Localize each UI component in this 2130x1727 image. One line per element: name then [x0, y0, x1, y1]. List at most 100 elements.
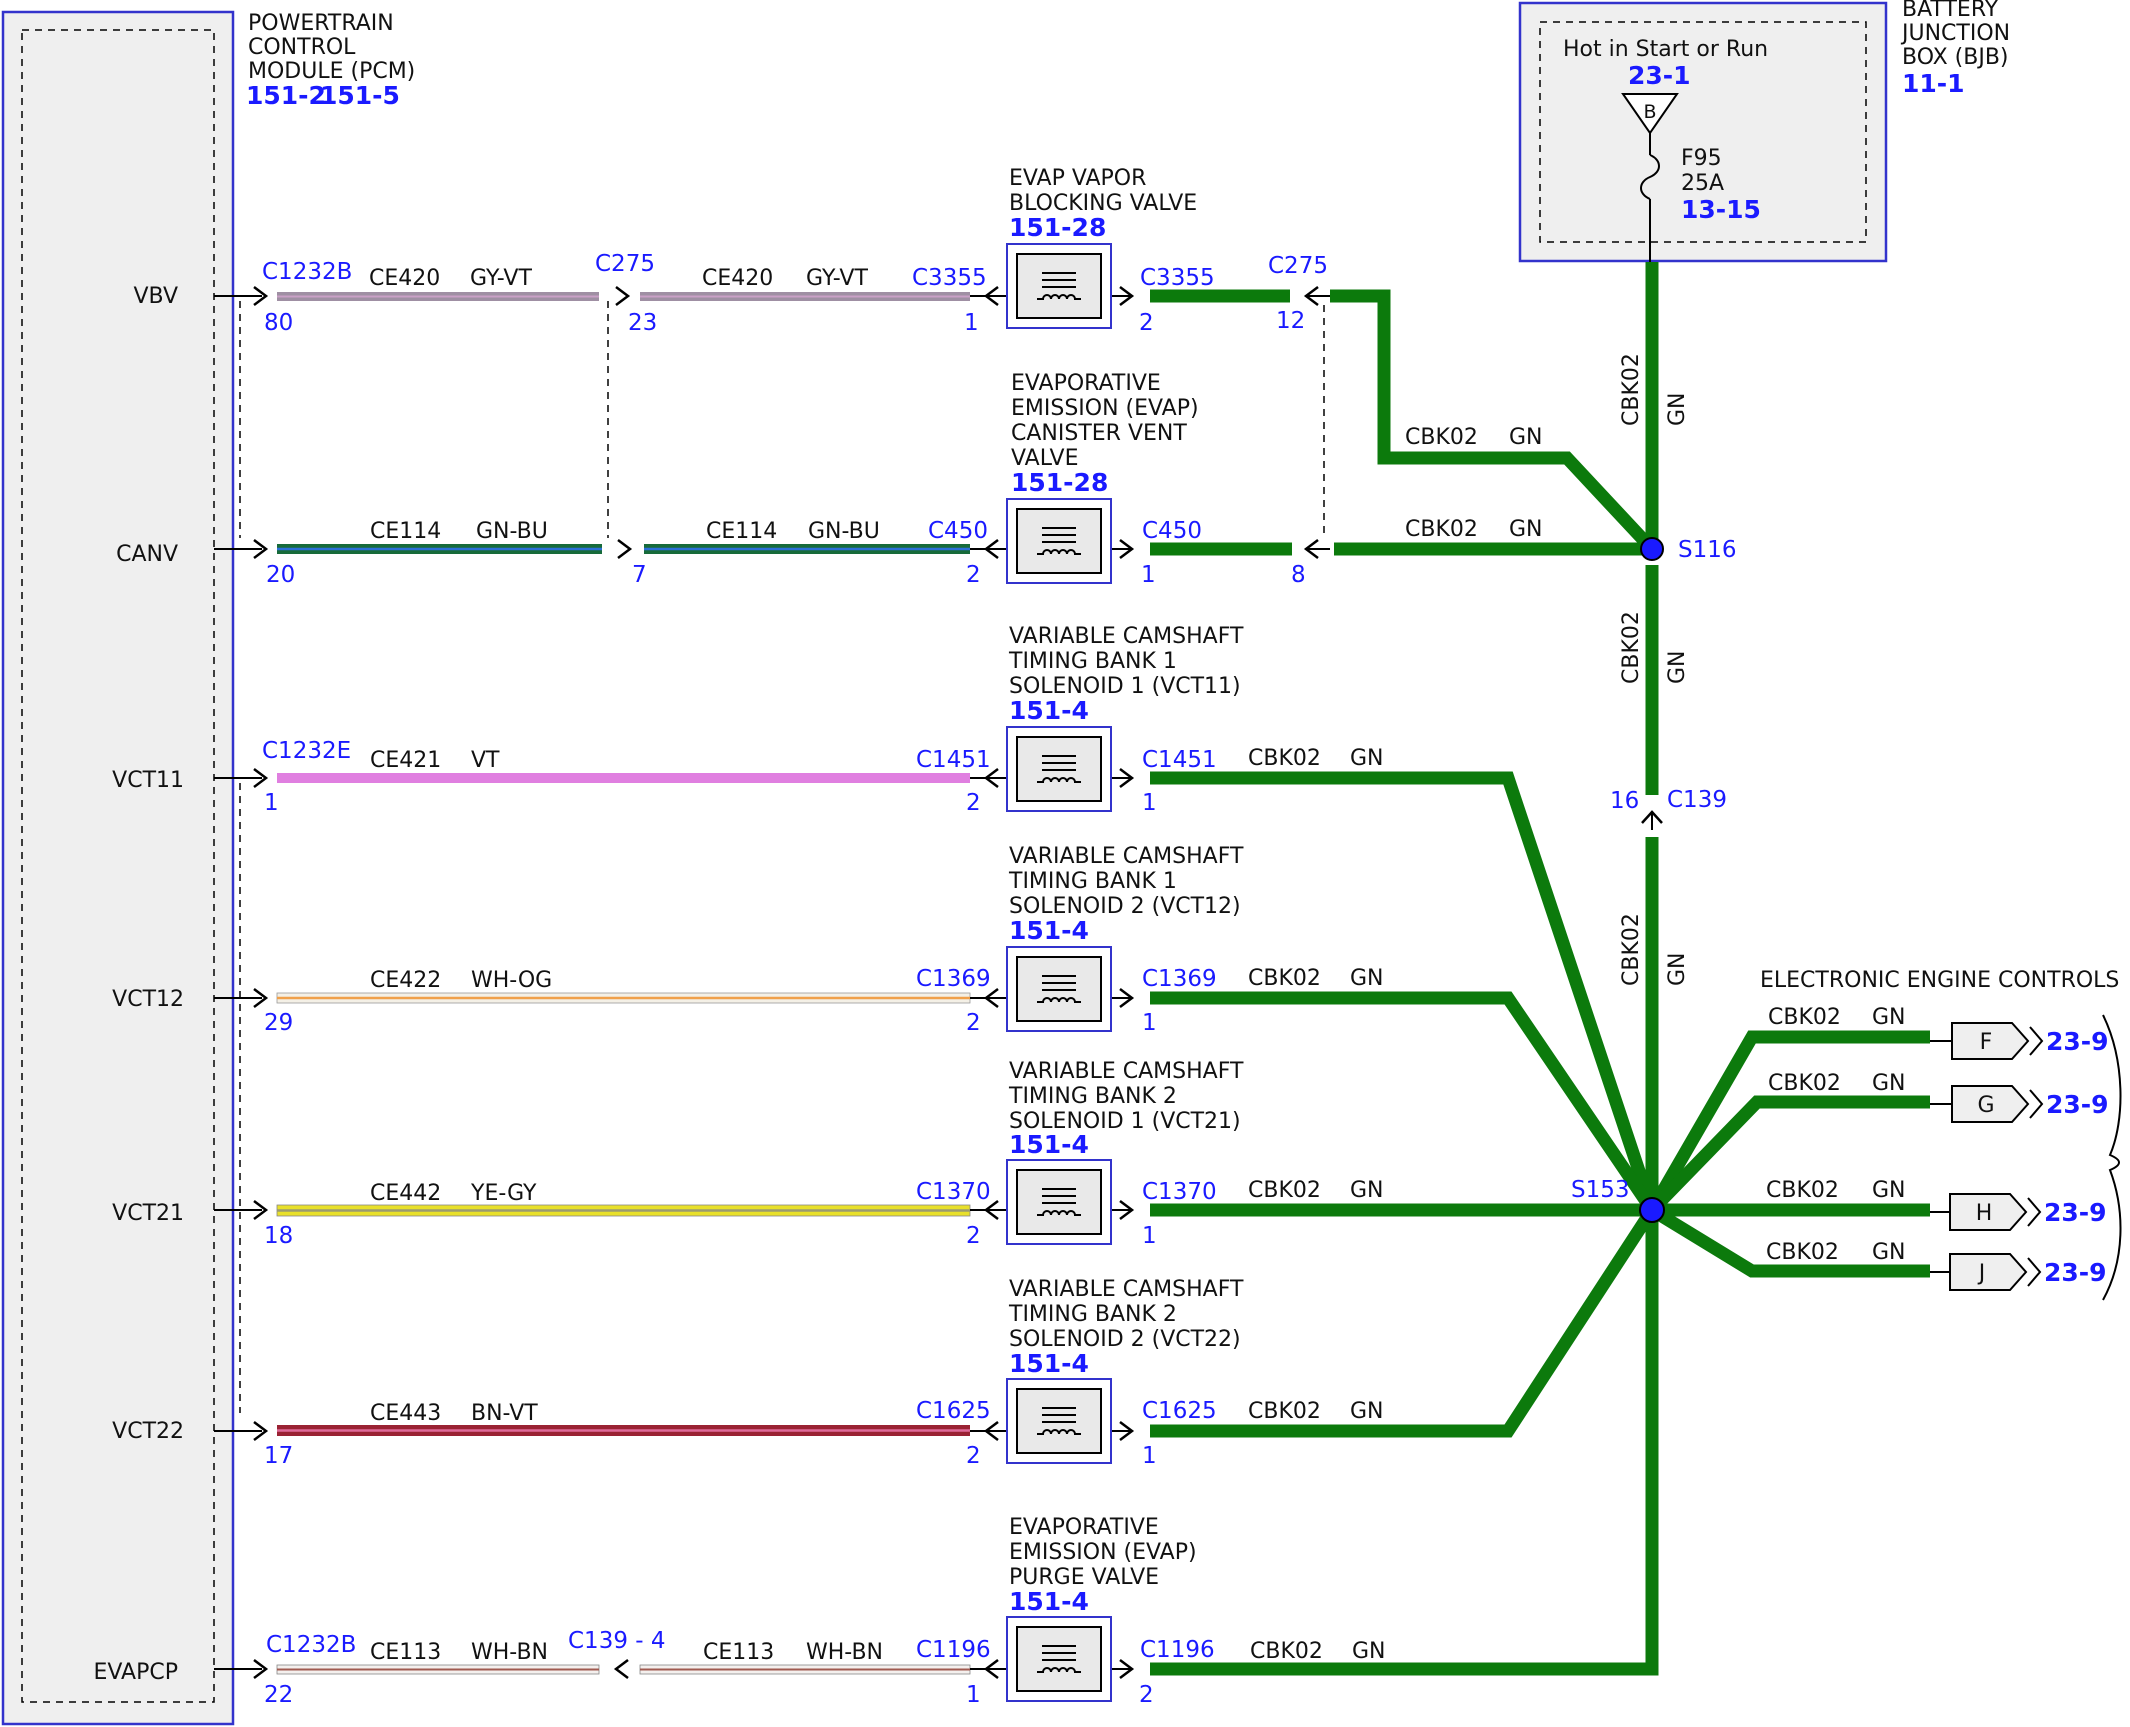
svg-text:WH-BN: WH-BN	[471, 1640, 548, 1665]
svg-text:GN: GN	[1350, 746, 1384, 771]
svg-text:GN: GN	[1509, 425, 1543, 450]
svg-text:23: 23	[628, 310, 657, 336]
svg-text:EMISSION (EVAP): EMISSION (EVAP)	[1011, 396, 1199, 421]
svg-text:CE420: CE420	[702, 266, 773, 291]
svg-text:C450: C450	[928, 518, 988, 544]
svg-text:GN: GN	[1352, 1639, 1386, 1664]
vct21-ref[interactable]: 151-4	[1009, 1130, 1089, 1159]
svg-text:CBK02: CBK02	[1248, 1399, 1321, 1424]
svg-text:CE113: CE113	[703, 1640, 774, 1665]
svg-text:CBK02: CBK02	[1766, 1178, 1839, 1203]
wire-ce114-b[interactable]	[644, 544, 970, 554]
wire-ce114-a[interactable]	[277, 544, 602, 554]
svg-text:EVAPORATIVE: EVAPORATIVE	[1009, 1515, 1159, 1540]
wire-ce422[interactable]	[276, 992, 971, 1004]
vct22-solenoid[interactable]	[1006, 1378, 1112, 1464]
svg-text:C1196: C1196	[916, 1637, 991, 1663]
fuse-icon	[1640, 154, 1660, 200]
svg-text:17: 17	[264, 1443, 293, 1469]
svg-text:16: 16	[1610, 788, 1639, 814]
svg-text:EMISSION (EVAP): EMISSION (EVAP)	[1009, 1540, 1197, 1565]
svg-text:2: 2	[966, 790, 981, 816]
svg-text:CBK02: CBK02	[1768, 1005, 1841, 1030]
svg-text:YE-GY: YE-GY	[470, 1181, 537, 1206]
svg-text:CONTROL: CONTROL	[248, 35, 356, 60]
svg-text:C275: C275	[595, 251, 655, 277]
svg-text:GN: GN	[1872, 1240, 1906, 1265]
svg-text:1: 1	[264, 790, 279, 816]
svg-text:F95: F95	[1681, 146, 1722, 171]
eec-connectors[interactable]	[1930, 1022, 2044, 1291]
svg-text:EVAPORATIVE: EVAPORATIVE	[1011, 371, 1161, 396]
wire-ce420-b[interactable]	[640, 292, 970, 301]
wire-ce442[interactable]	[276, 1204, 971, 1217]
pin-numbers: 80 23 1 2 12 20 7 2 1 8 1 2 1 29 2 1 18 …	[264, 308, 1639, 1708]
svg-text:CE443: CE443	[370, 1401, 441, 1426]
bus-bar-icon	[1621, 93, 1679, 135]
svg-text:1: 1	[1142, 1223, 1157, 1249]
pcm-ref-2[interactable]: 151-5	[320, 81, 400, 110]
svg-text:C3355: C3355	[1140, 265, 1215, 291]
svg-text:VARIABLE CAMSHAFT: VARIABLE CAMSHAFT	[1009, 1059, 1244, 1084]
svg-text:CE421: CE421	[370, 748, 441, 773]
wire-ce420-a[interactable]	[277, 292, 599, 301]
svg-text:BATTERY: BATTERY	[1902, 0, 1999, 22]
fuse-ref[interactable]: 13-15	[1681, 195, 1761, 224]
purge-ref[interactable]: 151-4	[1009, 1587, 1089, 1616]
evap-purge-valve[interactable]	[1006, 1616, 1112, 1702]
circuit-labels: CE420 GY-VT CE420 GY-VT CE114 GN-BU CE11…	[369, 266, 1906, 1665]
svg-text:EVAP VAPOR: EVAP VAPOR	[1009, 166, 1146, 191]
canv-valve-ref[interactable]: 151-28	[1011, 468, 1108, 497]
svg-text:VCT11: VCT11	[112, 768, 184, 793]
svg-text:C3355: C3355	[912, 265, 987, 291]
svg-text:CBK02: CBK02	[1766, 1240, 1839, 1265]
evap-vapor-blocking-valve[interactable]	[1006, 243, 1112, 329]
svg-text:TIMING BANK 1: TIMING BANK 1	[1008, 869, 1177, 894]
svg-text:C1370: C1370	[1142, 1179, 1217, 1205]
svg-text:MODULE (PCM): MODULE (PCM)	[248, 59, 415, 84]
eec-ref-f[interactable]: 23-9	[2046, 1027, 2109, 1056]
s116-label: S116	[1678, 537, 1737, 563]
c139-connector[interactable]	[1641, 810, 1663, 830]
vbv-valve-ref[interactable]: 151-28	[1009, 213, 1106, 242]
svg-text:1: 1	[1142, 790, 1157, 816]
wire-ce113-b[interactable]	[639, 1664, 971, 1675]
vct11-ref[interactable]: 151-4	[1009, 696, 1089, 725]
svg-text:29: 29	[264, 1010, 293, 1036]
svg-text:1: 1	[964, 310, 979, 336]
svg-text:CBK02: CBK02	[1619, 913, 1644, 986]
svg-text:GN: GN	[1665, 392, 1690, 426]
svg-text:2: 2	[966, 1223, 981, 1249]
svg-text:CE114: CE114	[706, 519, 777, 544]
pcm-ref-1[interactable]: 151-2	[246, 81, 326, 110]
cbk02-wires[interactable]	[1150, 262, 1930, 1676]
svg-text:TIMING BANK 1: TIMING BANK 1	[1008, 649, 1177, 674]
wire-ce421[interactable]	[277, 773, 970, 783]
component-labels: EVAP VAPOR BLOCKING VALVE 151-28 EVAPORA…	[1008, 166, 1244, 1616]
eec-ref-h[interactable]: 23-9	[2044, 1198, 2107, 1227]
svg-text:GN: GN	[1872, 1005, 1906, 1030]
svg-text:GN: GN	[1350, 1399, 1384, 1424]
vct22-ref[interactable]: 151-4	[1009, 1349, 1089, 1378]
svg-text:2: 2	[966, 1010, 981, 1036]
svg-text:H: H	[1976, 1201, 1993, 1226]
vct21-solenoid[interactable]	[1006, 1159, 1112, 1245]
hot-ref[interactable]: 23-1	[1628, 61, 1691, 90]
canister-vent-valve[interactable]	[1006, 498, 1112, 584]
svg-text:SOLENOID 1 (VCT11): SOLENOID 1 (VCT11)	[1009, 674, 1241, 699]
wire-ce443[interactable]	[277, 1425, 970, 1436]
bjb-ref[interactable]: 11-1	[1902, 69, 1965, 98]
svg-text:12: 12	[1276, 308, 1305, 334]
vct11-solenoid[interactable]	[1006, 726, 1112, 812]
splice-s116[interactable]	[1640, 537, 1664, 561]
eec-ref-g[interactable]: 23-9	[2046, 1090, 2109, 1119]
vct12-ref[interactable]: 151-4	[1009, 916, 1089, 945]
svg-text:20: 20	[266, 562, 295, 588]
splice-s153[interactable]	[1639, 1197, 1665, 1223]
eec-ref-j[interactable]: 23-9	[2044, 1258, 2107, 1287]
svg-text:CE442: CE442	[370, 1181, 441, 1206]
svg-text:GY-VT: GY-VT	[806, 266, 868, 291]
svg-text:VARIABLE CAMSHAFT: VARIABLE CAMSHAFT	[1009, 624, 1244, 649]
vct12-solenoid[interactable]	[1006, 946, 1112, 1032]
wire-ce113-a[interactable]	[276, 1664, 600, 1675]
